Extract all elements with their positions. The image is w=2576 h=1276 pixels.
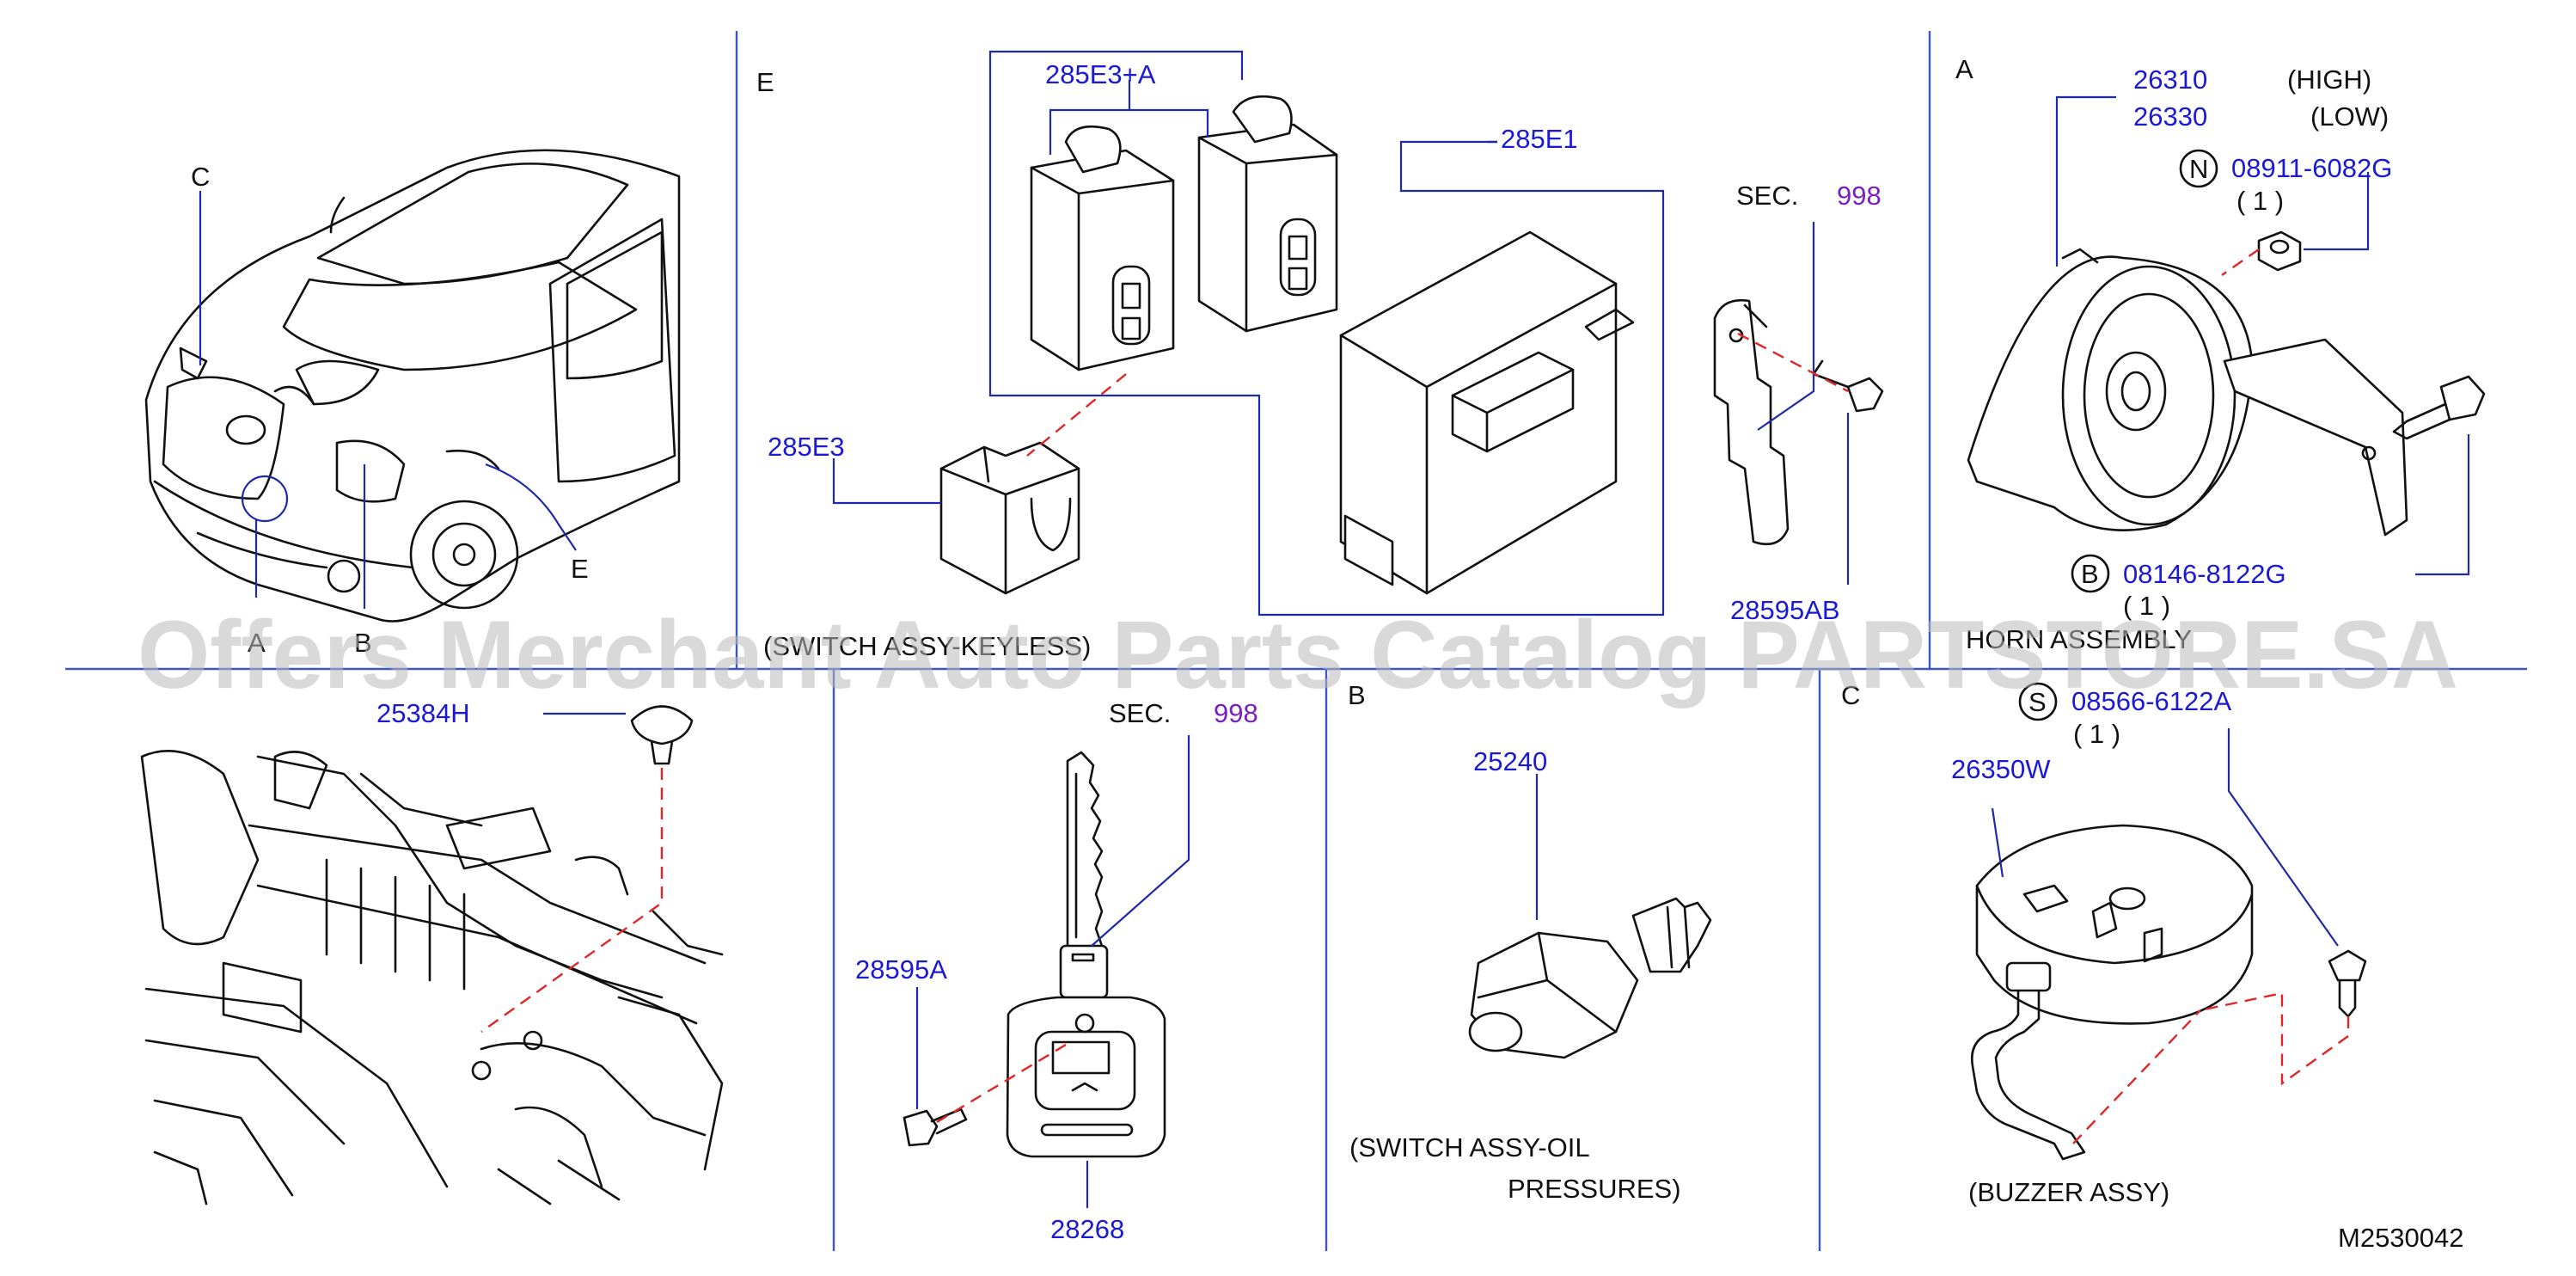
label-26350w: 26350W bbox=[1951, 754, 2051, 784]
bracket-screw-illustration bbox=[1812, 359, 1884, 413]
key-fob-illustration bbox=[1006, 996, 1166, 1158]
section-e-leaders bbox=[832, 50, 1850, 617]
label-285e3a: 285E3+A bbox=[1045, 59, 1156, 89]
label-28595a: 28595A bbox=[855, 954, 947, 985]
label-08146-8122g: 08146-8122G bbox=[2123, 559, 2286, 589]
section-a-letter: A bbox=[1955, 54, 1973, 84]
bolt-symbol-circle bbox=[2071, 554, 2110, 593]
screw-symbol-circle bbox=[2018, 682, 2058, 721]
label-08911-6082g: 08911-6082G bbox=[2231, 153, 2392, 183]
key-screw-illustration bbox=[903, 1107, 968, 1147]
nut-qty: ( 1 ) bbox=[2236, 186, 2284, 216]
sec-number-e: 998 bbox=[1837, 181, 1882, 211]
oil-pressure-switch-illustration bbox=[1468, 897, 1712, 1059]
bolt-qty: ( 1 ) bbox=[2123, 591, 2170, 621]
horn-illustration bbox=[1967, 248, 2408, 537]
caption-oil-switch-1: (SWITCH ASSY-OIL bbox=[1349, 1132, 1590, 1163]
callout-e: E bbox=[571, 554, 589, 584]
watermark: Offers Merchant Auto Parts Catalog PARTS… bbox=[138, 601, 2458, 709]
callout-b: B bbox=[354, 628, 372, 658]
nut-symbol: N bbox=[2189, 154, 2208, 184]
caption-oil-switch-2: PRESSURES) bbox=[1508, 1174, 1681, 1204]
sec-prefix-e: SEC. bbox=[1736, 181, 1798, 211]
screw-symbol: S bbox=[2028, 687, 2047, 717]
controller-module-illustration bbox=[1339, 230, 1635, 595]
section-c-letter: C bbox=[1841, 680, 1860, 710]
bolt-symbol: B bbox=[2081, 559, 2099, 589]
section-c-leaders bbox=[1991, 728, 2350, 1144]
vehicle-illustration bbox=[144, 149, 681, 623]
label-high: (HIGH) bbox=[2287, 64, 2371, 95]
buzzer-screw-illustration bbox=[2328, 949, 2367, 1018]
caption-switch-keyless: (SWITCH ASSY-KEYLESS) bbox=[763, 631, 1091, 661]
clip-illustration bbox=[630, 705, 694, 765]
sec-number-key: 998 bbox=[1214, 698, 1258, 728]
clip-leaders bbox=[480, 712, 664, 1033]
label-25384h: 25384H bbox=[376, 698, 470, 728]
key-case-set-illustration bbox=[1030, 95, 1338, 371]
drawing-number: M2530042 bbox=[2338, 1223, 2464, 1253]
callout-c: C bbox=[191, 162, 210, 192]
key-leaders bbox=[915, 735, 1190, 1208]
underhood-structure-illustration bbox=[140, 750, 724, 1205]
horn-nut-illustration bbox=[2257, 230, 2302, 272]
label-28595ab: 28595AB bbox=[1730, 595, 1840, 625]
label-26310: 26310 bbox=[2133, 64, 2207, 95]
sec-prefix-key: SEC. bbox=[1109, 698, 1171, 728]
buzzer-illustration bbox=[1970, 824, 2254, 1161]
label-08566-6122a: 08566-6122A bbox=[2071, 686, 2231, 716]
section-b-letter: B bbox=[1348, 680, 1366, 710]
caption-buzzer: (BUZZER ASSY) bbox=[1968, 1177, 2169, 1207]
key-illustration bbox=[1059, 751, 1109, 999]
label-28268: 28268 bbox=[1050, 1214, 1124, 1244]
panel-dividers bbox=[65, 31, 2527, 1251]
section-a-leaders bbox=[2055, 95, 2470, 576]
key-holder-illustration bbox=[939, 441, 1080, 595]
label-25240: 25240 bbox=[1473, 746, 1547, 776]
nut-symbol-circle bbox=[2179, 149, 2218, 188]
horn-bolt-illustration bbox=[2392, 375, 2486, 440]
screw-qty: ( 1 ) bbox=[2073, 719, 2120, 749]
label-285e1: 285E1 bbox=[1501, 124, 1578, 154]
label-low: (LOW) bbox=[2310, 101, 2389, 132]
label-285e3: 285E3 bbox=[768, 432, 845, 462]
bracket-illustration bbox=[1713, 298, 1790, 546]
caption-horn-assembly: HORN ASSEMBLY bbox=[1966, 624, 2192, 654]
label-26330: 26330 bbox=[2133, 101, 2207, 132]
callout-a: A bbox=[248, 628, 266, 658]
section-e-letter: E bbox=[756, 67, 774, 97]
